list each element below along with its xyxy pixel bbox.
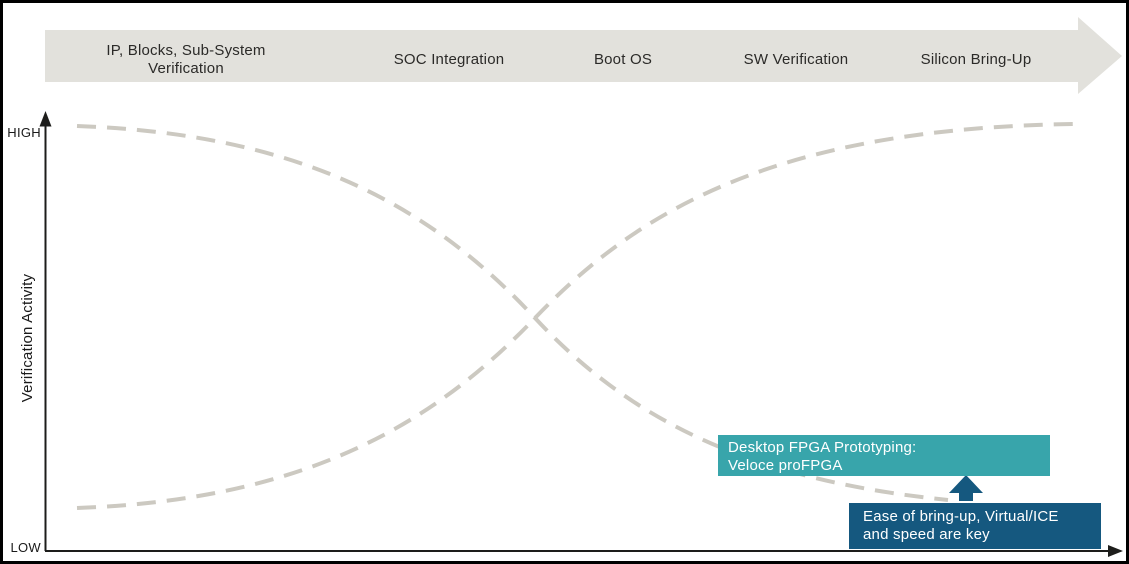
timeline-arrow [45, 17, 1122, 94]
y-axis-arrowhead-icon [39, 111, 52, 127]
callout-fpga-prototyping: Desktop FPGA Prototyping: Veloce proFPGA [718, 435, 1050, 476]
y-axis-low-label: LOW [10, 540, 41, 555]
callout-bringup-line1: Ease of bring-up, Virtual/ICE [863, 508, 1059, 525]
x-axis-arrowhead-icon [1108, 545, 1123, 557]
diagram-graphics-layer [39, 17, 1123, 557]
curve-ascending [76, 122, 1076, 510]
phase-label-ip-blocks: IP, Blocks, Sub-System Verification [106, 42, 266, 77]
phase-label-boot-os: Boot OS [593, 51, 653, 68]
callout-bringup-line2: and speed are key [863, 525, 990, 543]
phase-label-soc-integration: SOC Integration [393, 51, 505, 68]
y-axis-title: Verification Activity [19, 273, 36, 403]
phase-label-silicon-bringup: Silicon Bring-Up [920, 51, 1032, 68]
y-axis-high-label: HIGH [7, 125, 41, 140]
phase-label-sw-verification: SW Verification [743, 51, 849, 68]
up-arrow-icon [949, 475, 983, 501]
callout-fpga-line1: Desktop FPGA Prototyping: [728, 439, 917, 456]
callout-fpga-line2: Veloce proFPGA [728, 456, 843, 474]
callout-bringup-keys: Ease of bring-up, Virtual/ICE and speed … [849, 503, 1101, 549]
